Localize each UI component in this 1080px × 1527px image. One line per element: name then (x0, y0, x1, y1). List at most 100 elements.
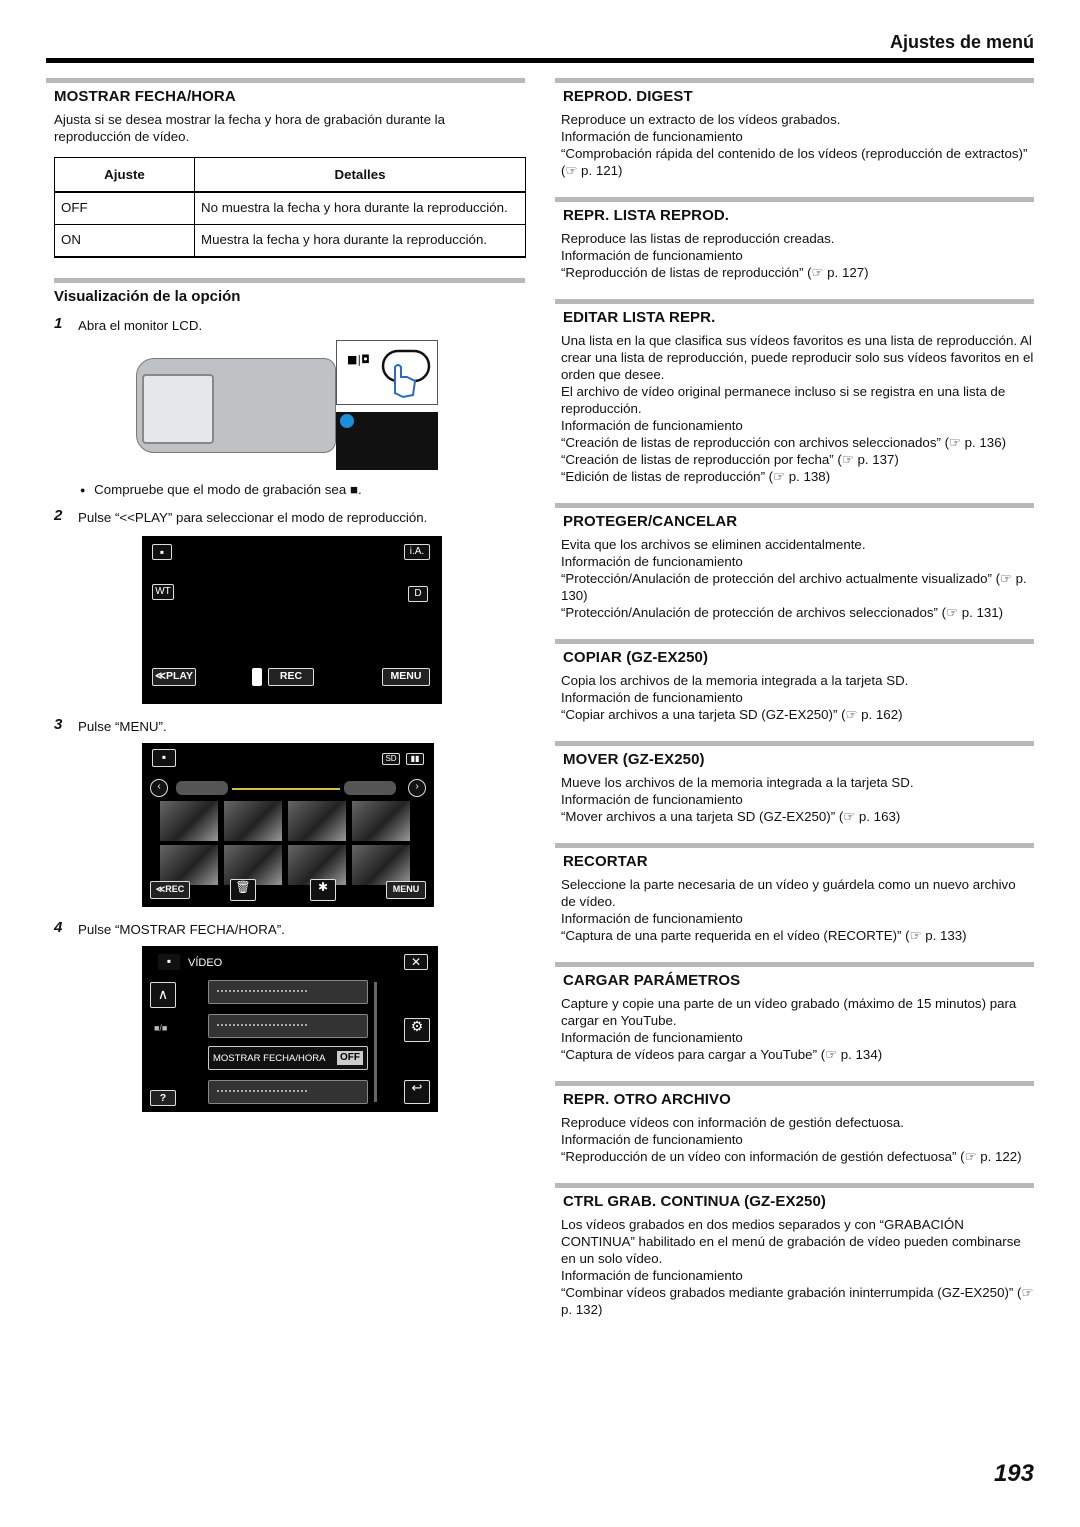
section-line: Información de funcionamiento (561, 554, 743, 569)
video-thumbnail[interactable] (224, 845, 282, 885)
page-reference-link[interactable]: “Reproducción de un vídeo con informació… (561, 1149, 1022, 1164)
section-repr-lista-reprod: REPR. LISTA REPROD. Reproduce las listas… (555, 197, 1034, 281)
section-bar (555, 1081, 1034, 1086)
section-line: Información de funcionamiento (561, 1030, 743, 1045)
date-pill (176, 781, 228, 795)
video-thumbnail[interactable] (288, 845, 346, 885)
table-header-ajuste: Ajuste (54, 157, 195, 193)
section-line: El archivo de vídeo original permanece i… (561, 384, 1006, 416)
menu-button[interactable]: MENU (386, 881, 426, 899)
battery-icon: ▮▮ (406, 753, 424, 765)
left-column: MOSTRAR FECHA/HORA Ajusta si se desea mo… (46, 78, 526, 1112)
section-line: Información de funcionamiento (561, 248, 743, 263)
section-line: Información de funcionamiento (561, 1268, 743, 1283)
video-thumbnail[interactable] (288, 801, 346, 841)
step-text: Pulse “<<PLAY” para seleccionar el modo … (78, 510, 428, 525)
section-bar (555, 503, 1034, 508)
section-line: Copia los archivos de la memoria integra… (561, 673, 909, 688)
table-cell-details: Muestra la fecha y hora durante la repro… (194, 224, 526, 258)
timeline-slider[interactable] (232, 788, 340, 790)
step-number: 1 (54, 315, 63, 332)
section-proteger-cancelar: PROTEGER/CANCELAR Evita que los archivos… (555, 503, 1034, 621)
trash-icon[interactable]: 🗑 (230, 879, 256, 901)
video-thumbnail[interactable] (352, 801, 410, 841)
section-title: EDITAR LISTA REPR. (563, 309, 716, 326)
section-bar (555, 299, 1034, 304)
check-note: Compruebe que el modo de grabación sea ■… (46, 481, 525, 499)
svg-text:■|◘: ■|◘ (347, 353, 370, 366)
section-bar (555, 741, 1034, 746)
video-camera-icon: ▪ (158, 954, 180, 970)
section-bar (555, 1183, 1034, 1188)
page-reference-link[interactable]: “Creación de listas de reproducción por … (561, 452, 899, 467)
section-cargar-parametros: CARGAR PARÁMETROS Capture y copie una pa… (555, 962, 1034, 1063)
play-button[interactable]: ≪PLAY (152, 668, 196, 686)
section-copiar: COPIAR (GZ-EX250) Copia los archivos de … (555, 639, 1034, 723)
page-reference-link[interactable]: “Mover archivos a una tarjeta SD (GZ-EX2… (561, 809, 901, 824)
header-rule (46, 58, 1034, 63)
menu-item-mostrar-fecha-hora[interactable]: MOSTRAR FECHA/HORA OFF (208, 1046, 368, 1070)
section-editar-lista-repr: EDITAR LISTA REPR. Una lista en la que c… (555, 299, 1034, 485)
section-line: Mueve los archivos de la memoria integra… (561, 775, 914, 790)
camcorder-illustration: ■|◘ (136, 340, 438, 475)
section-ctrl-grab-continua: CTRL GRAB. CONTINUA (GZ-EX250) Los vídeo… (555, 1183, 1034, 1318)
section-line: Información de funcionamiento (561, 690, 743, 705)
mode-button-closeup: ■|◘ (336, 340, 438, 405)
chevron-left-icon[interactable]: ‹ (150, 779, 168, 797)
page-reference-link[interactable]: “Protección/Anulación de protección del … (561, 571, 1027, 603)
page-reference-link[interactable]: “Captura de una parte requerida en el ví… (561, 928, 967, 943)
menu-item[interactable] (208, 1014, 368, 1038)
step-4: 4 Pulse “MOSTRAR FECHA/HORA”. (46, 919, 525, 938)
settings-icon[interactable]: ✱ (310, 879, 336, 901)
page-reference-link[interactable]: “Reproducción de listas de reproducción”… (561, 265, 869, 280)
settings-table: Ajuste Detalles OFF No muestra la fecha … (54, 157, 526, 258)
back-icon[interactable]: ↩ (404, 1080, 430, 1104)
scrollbar[interactable] (374, 982, 377, 1102)
mode-icon: ■/■ (154, 1023, 168, 1033)
menu-button[interactable]: MENU (382, 668, 430, 686)
scroll-up-icon[interactable]: ∧ (150, 982, 176, 1008)
page-reference-link[interactable]: “Edición de listas de reproducción” (☞ p… (561, 469, 831, 484)
menu-category-label: VÍDEO (188, 957, 223, 969)
step-text: Abra el monitor LCD. (78, 318, 203, 333)
lcd-screen-playback-index: ▪ SD ▮▮ ‹ › ≪REC 🗑 ✱ MENU (142, 743, 434, 907)
section-repr-otro-archivo: REPR. OTRO ARCHIVO Reproduce vídeos con … (555, 1081, 1034, 1165)
step-2: 2 Pulse “<<PLAY” para seleccionar el mod… (46, 507, 525, 526)
step-text: Pulse “MENU”. (78, 719, 167, 734)
chevron-right-icon[interactable]: › (408, 779, 426, 797)
rec-button[interactable]: ≪REC (150, 881, 190, 899)
video-thumbnail[interactable] (224, 801, 282, 841)
d-icon: D (408, 586, 428, 602)
section-line: Información de funcionamiento (561, 418, 743, 433)
menu-item[interactable] (208, 1080, 368, 1104)
video-thumbnail[interactable] (160, 801, 218, 841)
gear-icon[interactable]: ⚙ (404, 1018, 430, 1042)
section-line: Capture y copie una parte de un vídeo gr… (561, 996, 1017, 1028)
wide-tele-icon: WT (152, 584, 174, 600)
page-reference-link[interactable]: “Combinar vídeos grabados mediante graba… (561, 1285, 1034, 1317)
menu-item[interactable] (208, 980, 368, 1004)
video-thumbnail[interactable] (160, 845, 218, 885)
page-reference-link[interactable]: “Protección/Anulación de protección de a… (561, 605, 1004, 620)
section-bar (555, 197, 1034, 202)
page-reference-link[interactable]: “Creación de listas de reproducción con … (561, 435, 1007, 450)
table-row: OFF No muestra la fecha y hora durante l… (54, 192, 526, 225)
camcorder-lcd-monitor (142, 374, 214, 444)
section-bar (46, 78, 525, 83)
section-mover: MOVER (GZ-EX250) Mueve los archivos de l… (555, 741, 1034, 825)
close-icon[interactable]: ✕ (404, 954, 428, 970)
section-line: Reproduce las listas de reproducción cre… (561, 231, 835, 246)
step-text: Pulse “MOSTRAR FECHA/HORA”. (78, 922, 285, 937)
page-reference-link[interactable]: “Captura de vídeos para cargar a YouTube… (561, 1047, 883, 1062)
rec-button[interactable]: REC (268, 668, 314, 686)
section-title: REPR. OTRO ARCHIVO (563, 1091, 731, 1108)
subsection-title: Visualización de la opción (54, 288, 241, 305)
right-column: REPROD. DIGEST Reproduce un extracto de … (555, 78, 1034, 1336)
step-3: 3 Pulse “MENU”. (46, 716, 525, 735)
help-button[interactable]: ? (150, 1090, 176, 1106)
section-line: Reproduce un extracto de los vídeos grab… (561, 112, 841, 127)
page-reference-link[interactable]: “Copiar archivos a una tarjeta SD (GZ-EX… (561, 707, 903, 722)
date-pill (344, 781, 396, 795)
page-reference-link[interactable]: “Comprobación rápida del contenido de lo… (561, 146, 1028, 178)
video-thumbnail[interactable] (352, 845, 410, 885)
